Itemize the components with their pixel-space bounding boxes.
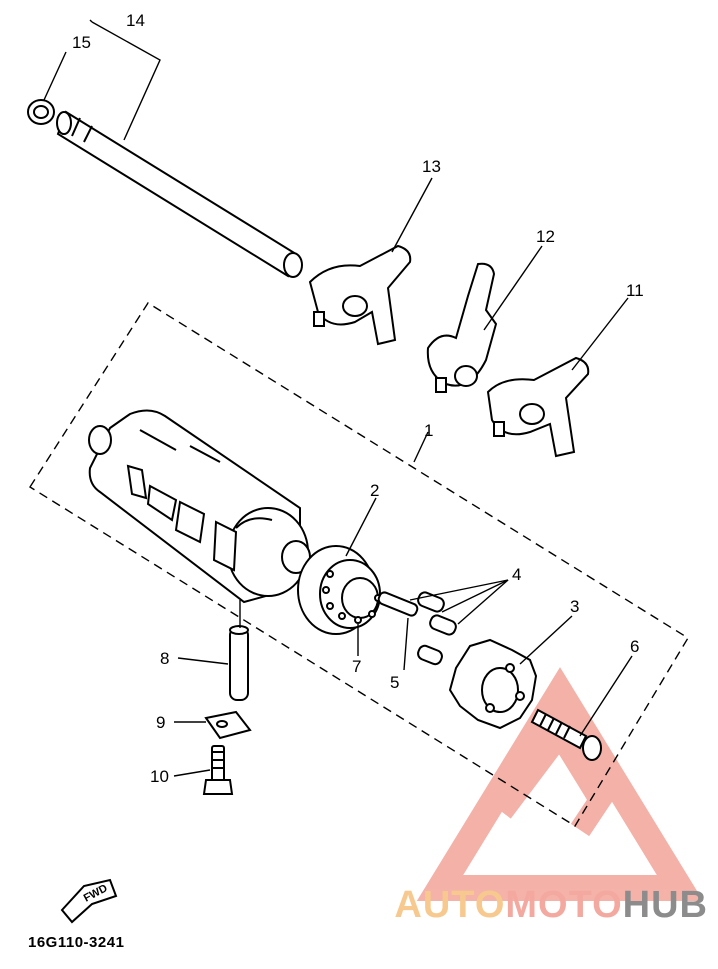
fwd-arrow-icon (60, 878, 118, 924)
callout-12: 12 (536, 227, 555, 246)
callout-7: 7 (352, 657, 361, 676)
leader-lines (43, 19, 633, 777)
screw-part (530, 708, 602, 761)
callout-6: 6 (630, 637, 639, 656)
callout-2: 2 (370, 481, 379, 500)
callout-5: 5 (390, 673, 399, 692)
shift-fork-guide-bar (56, 110, 303, 278)
watermark-brand-text: AUTOMOTOHUB (394, 884, 708, 927)
callout-10: 10 (150, 767, 169, 786)
callout-1: 1 (424, 421, 433, 440)
shift-drum (88, 409, 311, 604)
shift-fork-11 (486, 356, 590, 458)
segment-plate (448, 638, 538, 730)
shift-fork-12 (426, 262, 498, 393)
callout-11: 11 (626, 281, 644, 300)
circlip-part (27, 99, 55, 125)
bearing-part (297, 545, 382, 635)
callout-8: 8 (160, 649, 169, 668)
part-code-label: 16G110-3241 (28, 934, 125, 951)
callout-15: 15 (72, 33, 91, 52)
callout-9: 9 (156, 713, 165, 732)
pin-part (229, 625, 249, 701)
callout-4: 4 (512, 565, 521, 584)
watermark-word-moto: MOTO (505, 884, 623, 926)
shift-fork-13 (308, 244, 412, 346)
callout-13: 13 (422, 157, 441, 176)
stopper-part (204, 710, 252, 740)
bolt-part (202, 745, 234, 795)
callout-3: 3 (570, 597, 579, 616)
watermark-word-auto: AUTO (394, 884, 506, 926)
callout-14: 14 (126, 11, 145, 30)
watermark-logo-triangle (416, 667, 704, 901)
dowel-pins (377, 591, 457, 666)
watermark-word-hub: HUB (622, 884, 708, 926)
